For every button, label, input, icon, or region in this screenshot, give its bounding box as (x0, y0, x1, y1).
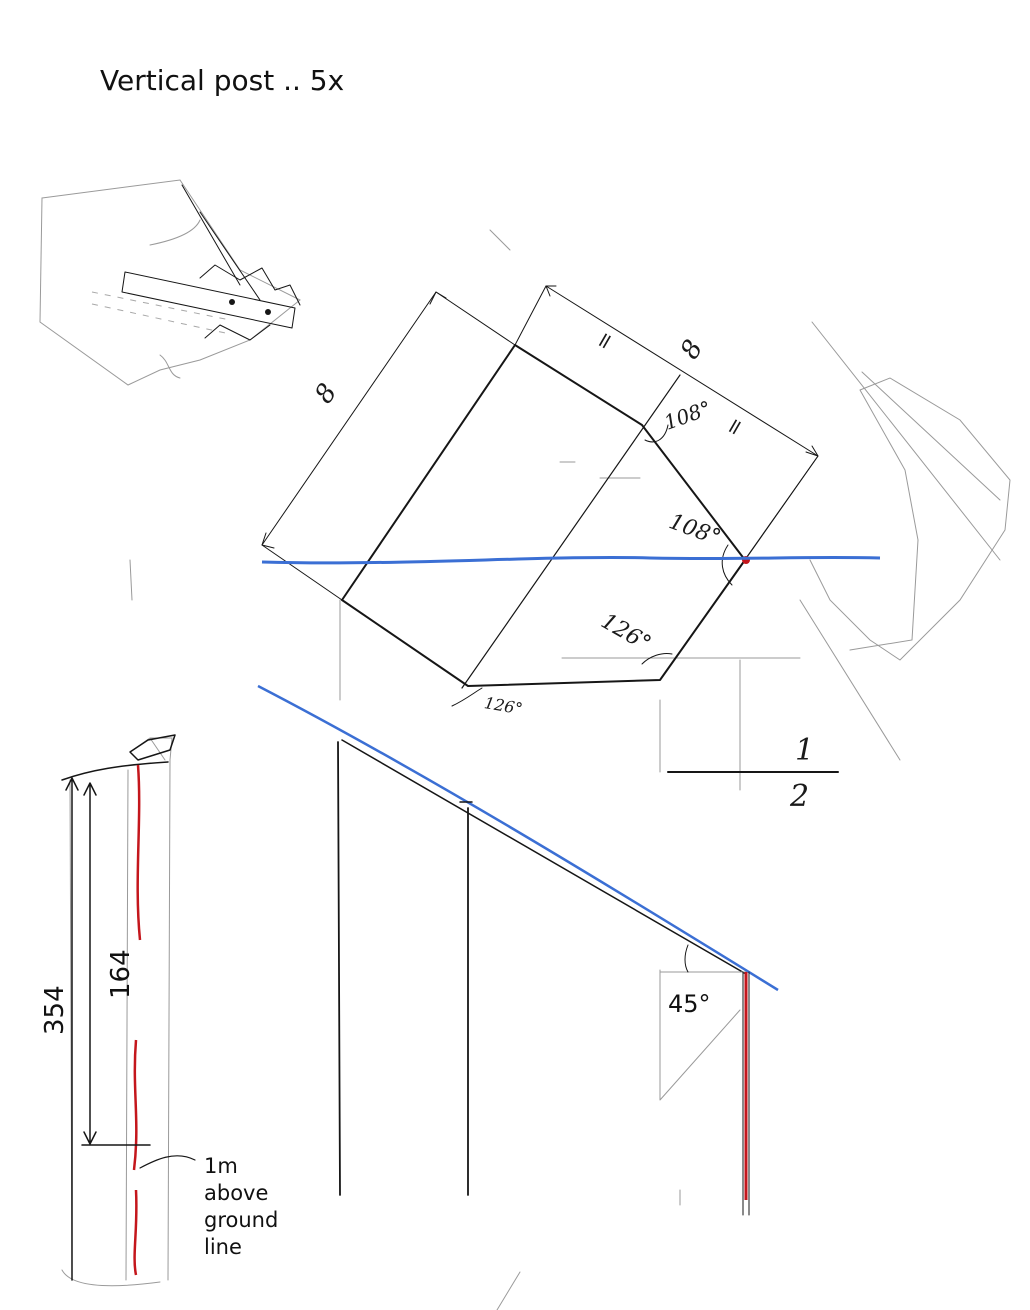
joint-bolt (229, 299, 235, 305)
joint-plank-hidden (91, 291, 231, 335)
angle-label-top: 108° (661, 396, 714, 435)
ground-note-line-4: line (204, 1235, 242, 1259)
ground-note-line-3: ground (204, 1208, 278, 1232)
pentagon-plan: 8 8 = = 108° 108° 126° 126° (129, 229, 1011, 791)
angle-label-bottom-right: 126° (597, 609, 655, 657)
joint-hand-curve (149, 219, 201, 246)
post-red-centerline (132, 764, 142, 1276)
post-top-edge (61, 761, 169, 781)
slope-ratio: 1 2 (667, 733, 839, 814)
joint-sketch (39, 179, 301, 386)
ground-note-line-2: above (204, 1181, 268, 1205)
roof-blue-line (257, 684, 779, 992)
note-leader (139, 1155, 196, 1169)
post-center-line (125, 769, 129, 1281)
dimension-label-top: 8 (675, 335, 709, 364)
dimension-line-top (545, 285, 819, 457)
elevation-post-1 (337, 741, 341, 1196)
dimension-354-label: 354 (40, 985, 70, 1035)
pentagon-inner-line (461, 374, 681, 689)
dimension-354-line (65, 777, 79, 1281)
roof-edge-line (341, 739, 747, 975)
angle-arc-bottom-left (451, 687, 483, 707)
angle-label-bottom-left: 126° (483, 693, 524, 718)
dimension-arrows (261, 285, 819, 549)
elevation-faint-guides (496, 969, 747, 1310)
dimension-164-label: 164 (106, 949, 136, 999)
joint-plank-upper (121, 271, 296, 329)
equal-mark-2: = (720, 413, 751, 441)
equal-mark-1: = (590, 327, 621, 355)
red-post-outline (742, 971, 750, 1216)
roof-angle-arc (684, 944, 689, 973)
joint-bracket (199, 264, 301, 341)
joint-bolt-2 (265, 309, 271, 315)
ratio-denominator: 2 (789, 779, 809, 814)
dimension-label-left: 8 (309, 378, 343, 409)
page-title: Vertical post .. 5x (100, 64, 344, 97)
post-detail: 354 164 1m above ground line (40, 734, 278, 1287)
angle-label-right: 108° (666, 509, 724, 551)
dimension-line-left-ext (261, 291, 516, 601)
roof-angle-label: 45° (668, 990, 711, 1018)
angle-arc-right (721, 544, 733, 586)
joint-hand-curve-lower (159, 354, 181, 379)
plan-blue-line (261, 555, 881, 565)
plan-faint-outline (809, 377, 1011, 661)
post-top-cap (129, 734, 176, 761)
joint-post-diagonal (181, 184, 261, 301)
roof-elevation: 45° (257, 684, 779, 1310)
dimension-164-line (83, 782, 97, 1145)
ground-note-line-1: 1m (204, 1154, 238, 1178)
plan-construction-lines (129, 229, 1001, 791)
ratio-numerator: 1 (795, 733, 814, 768)
angle-arc-bottom-right (641, 653, 673, 665)
dimension-line-left (261, 291, 437, 546)
post-left-edge (61, 779, 161, 1287)
joint-outline (39, 179, 301, 386)
angle-arc-top (644, 424, 669, 443)
dimension-line-right (659, 455, 819, 681)
